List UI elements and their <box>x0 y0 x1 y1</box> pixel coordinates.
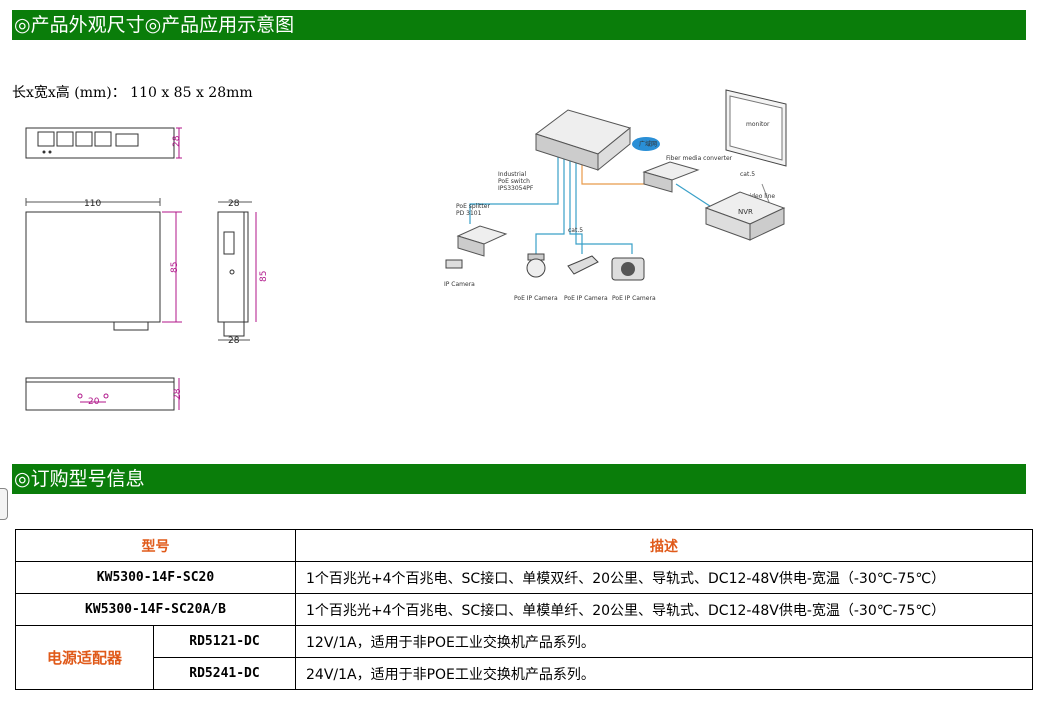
switch-label: IPS33054PF <box>498 185 534 192</box>
dim-label: 110 <box>84 199 101 209</box>
nvr-icon <box>704 191 786 241</box>
poe-camera-label: PoE IP Camera <box>514 295 558 302</box>
side-panel-handle[interactable] <box>0 488 8 520</box>
table-row: KW5300-14F-SC20 1个百兆光+4个百兆电、SC接口、单模双纤、20… <box>15 561 1033 594</box>
description-cell: 1个百兆光+4个百兆电、SC接口、单模单纤、20公里、导轨式、DC12-48V供… <box>295 593 1033 626</box>
splitter-label: PoE splitter <box>456 203 490 210</box>
internet-label: 广域网 <box>639 140 657 148</box>
box-camera-icon <box>611 257 645 281</box>
monitor-icon <box>725 89 787 167</box>
nvr-label: NVR <box>738 208 753 216</box>
switch-label: PoE switch <box>498 178 530 185</box>
ordering-section-title: ◎订购型号信息 <box>12 464 1026 494</box>
dim-label: 28 <box>172 135 182 147</box>
description-cell: 12V/1A，适用于非POE工业交换机产品系列。 <box>295 625 1033 658</box>
dome-camera-icon <box>526 253 546 278</box>
model-cell: KW5300-14F-SC20A/B <box>15 593 296 626</box>
dim-label: 28 <box>228 336 240 346</box>
description-cell: 1个百兆光+4个百兆电、SC接口、单模双纤、20公里、导轨式、DC12-48V供… <box>295 561 1033 594</box>
table-header-row: 型号 描述 <box>15 529 1033 562</box>
dim-label: 85 <box>259 271 269 282</box>
table-row: KW5300-14F-SC20A/B 1个百兆光+4个百兆电、SC接口、单模单纤… <box>15 593 1033 626</box>
media-converter-label: Fiber media converter <box>666 155 733 162</box>
splitter-label: PD 3101 <box>456 210 482 217</box>
model-cell: RD5121-DC <box>153 625 296 658</box>
switch-label: Industrial <box>498 171 526 178</box>
cable-label: cat.5 <box>740 171 755 178</box>
bullet-camera-icon <box>567 255 599 275</box>
cloud-icon <box>632 137 660 151</box>
cable-label: cat.5 <box>568 227 583 234</box>
application-diagram: Industrial PoE switch IPS33054PF 广域网 Fib… <box>444 89 787 302</box>
dimension-drawing: 28 110 85 28 85 28 20 28 <box>25 127 269 411</box>
poe-switch-icon <box>534 109 632 172</box>
dim-label: 28 <box>228 199 240 209</box>
ordering-table: 型号 描述 KW5300-14F-SC20 1个百兆光+4个百兆电、SC接口、单… <box>15 529 1033 690</box>
dimensions-text: 长x宽x高 (mm)： 110 x 85 x 28mm <box>12 85 253 101</box>
header-description: 描述 <box>295 529 1033 562</box>
camera-icon <box>445 259 463 269</box>
model-cell: KW5300-14F-SC20 <box>15 561 296 594</box>
description-cell: 24V/1A，适用于非POE工业交换机产品系列。 <box>295 657 1033 690</box>
header-model: 型号 <box>15 529 296 562</box>
dim-label: 85 <box>170 262 180 273</box>
dim-label: 28 <box>173 388 183 400</box>
monitor-label: monitor <box>746 121 770 128</box>
model-cell: RD5241-DC <box>153 657 296 690</box>
poe-splitter-icon <box>456 225 508 257</box>
camera-label: IP Camera <box>444 281 475 288</box>
appearance-section-title: ◎产品外观尺寸◎产品应用示意图 <box>12 10 1026 40</box>
dim-label: 20 <box>88 397 100 407</box>
media-converter-icon <box>642 161 700 193</box>
poe-camera-label: PoE IP Camera <box>612 295 656 302</box>
table-row: RD5241-DC 24V/1A，适用于非POE工业交换机产品系列。 <box>16 657 1033 690</box>
power-adapter-label: 电源适配器 <box>15 625 154 690</box>
poe-camera-label: PoE IP Camera <box>564 295 608 302</box>
table-row: 电源适配器 RD5121-DC 12V/1A，适用于非POE工业交换机产品系列。 <box>15 625 1033 690</box>
cable-label: video line <box>746 193 775 200</box>
